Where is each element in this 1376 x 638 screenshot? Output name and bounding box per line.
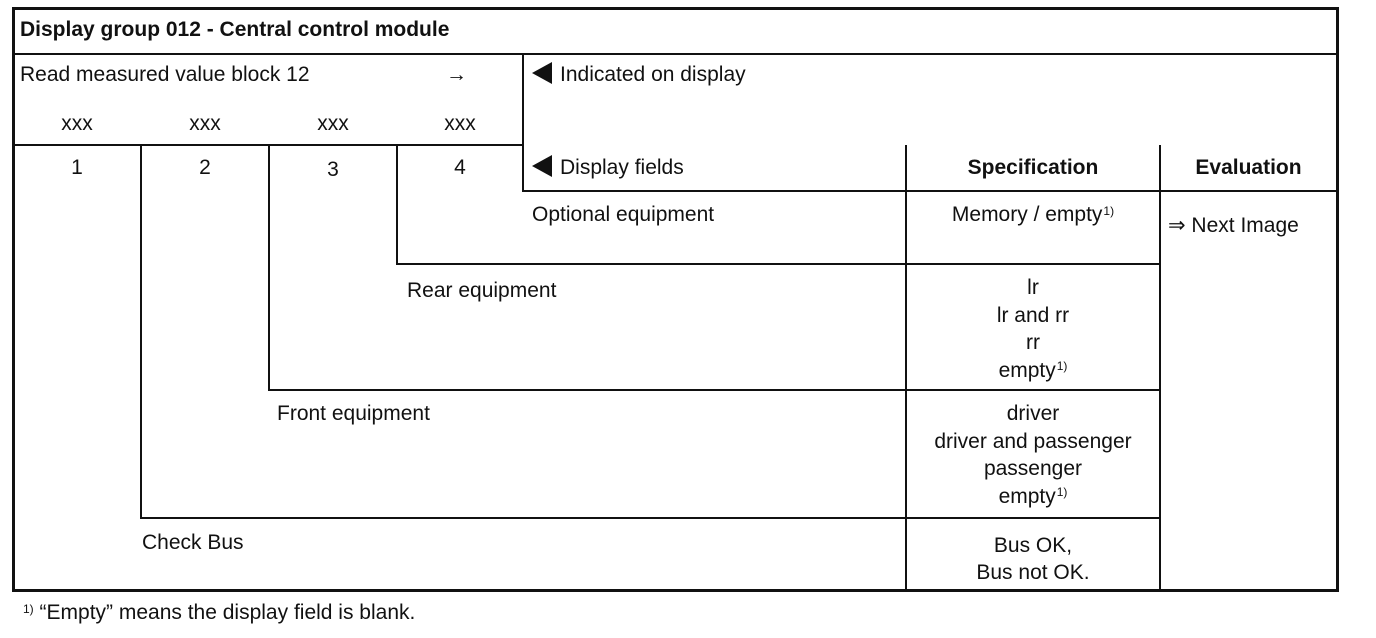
value-4: xxx — [444, 112, 476, 135]
spec-rear-equipment: lr lr and rr rr empty1) — [996, 276, 1070, 382]
value-2: xxx — [189, 112, 221, 135]
evaluation-header: Evaluation — [1195, 156, 1302, 179]
indicated-on-display: Indicated on display — [532, 62, 746, 88]
row-optional-equipment: Optional equipment — [532, 203, 715, 226]
spec-front-equipment: driver driver and passenger passenger em… — [934, 402, 1132, 508]
left-triangle-icon — [532, 62, 552, 84]
display-fields-label: Display fields — [560, 156, 684, 179]
row-front-equipment: Front equipment — [277, 402, 430, 425]
indicated-label: Indicated on display — [560, 63, 746, 86]
spec-check-bus: Bus OK, Bus not OK. — [976, 534, 1090, 584]
value-3: xxx — [317, 112, 349, 135]
right-arrow-icon: → — [446, 63, 467, 86]
spec-optional-equipment: Memory / empty1) — [951, 203, 1115, 226]
field-number-3: 3 — [327, 158, 339, 181]
field-number-4: 4 — [454, 156, 466, 179]
row-rear-equipment: Rear equipment — [407, 279, 557, 302]
field-number-1: 1 — [71, 156, 83, 179]
left-triangle-icon — [532, 155, 552, 177]
value-1: xxx — [61, 112, 93, 135]
display-fields: Display fields — [532, 155, 684, 181]
page-title: Display group 012 - Central control modu… — [20, 18, 450, 41]
row-check-bus: Check Bus — [142, 531, 244, 554]
read-block-label: Read measured value block 12 — [20, 63, 310, 86]
next-image-link[interactable]: ⇒ Next Image — [1168, 214, 1299, 237]
specification-header: Specification — [967, 156, 1099, 179]
field-number-2: 2 — [199, 156, 211, 179]
footnote: 1) “Empty” means the display field is bl… — [23, 601, 416, 624]
